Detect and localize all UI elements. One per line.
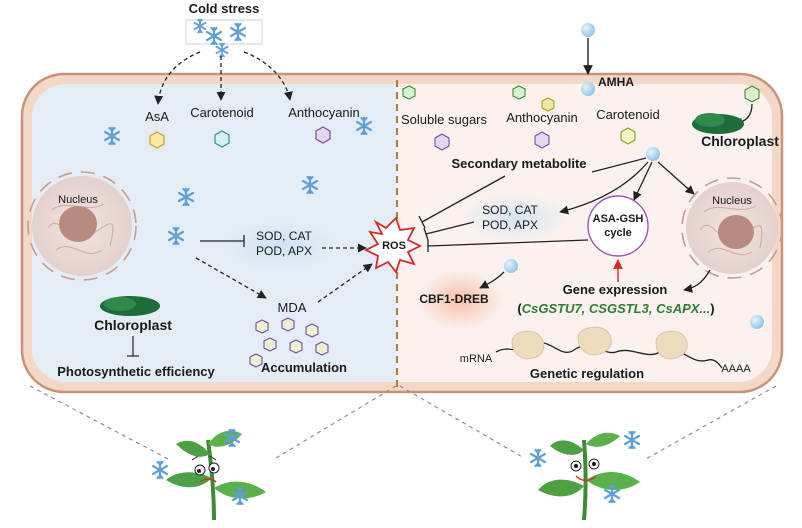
secondary-metabolite-label: Secondary metabolite xyxy=(451,156,586,171)
left-nucleus-label: Nucleus xyxy=(58,194,98,206)
ros-burst: ROS xyxy=(363,216,423,274)
amha-bead xyxy=(750,315,764,329)
left-chloroplast-label: Chloroplast xyxy=(94,317,172,333)
cold-stress-bracket xyxy=(185,19,263,45)
hexagon-icon xyxy=(512,85,526,100)
gene-list: (CsGSTU7, CSGSTL3, CsAPX...) xyxy=(517,301,714,316)
arrow-to-asa xyxy=(154,51,201,105)
genetic-regulation-label: Genetic regulation xyxy=(530,366,644,381)
asa-gsh-line1: ASA-GSH xyxy=(593,213,644,225)
amha-bead-top xyxy=(581,23,595,37)
left-enzymes-line1: SOD, CAT xyxy=(256,229,312,243)
mda-hexagon-cluster xyxy=(249,317,329,368)
asa-label: AsA xyxy=(145,109,169,124)
gene-expression-label: Gene expression xyxy=(563,282,668,297)
nucleus-to-gene-expression xyxy=(683,269,711,293)
zoom-line xyxy=(29,385,171,461)
anthocyanin-hexagon-icon xyxy=(315,126,331,144)
amha-bead-hub xyxy=(646,147,660,161)
accumulation-label: Accumulation xyxy=(261,360,347,375)
mda-label: MDA xyxy=(278,300,307,315)
stressed-plant-icon xyxy=(166,430,266,521)
inhibit-secondary-to-ros xyxy=(421,175,506,223)
right-anthocyanin-hexagon-icon xyxy=(534,131,550,149)
ribosome-icon xyxy=(511,326,688,360)
left-anthocyanin-label: Anthocyanin xyxy=(288,105,360,120)
zoom-line xyxy=(399,385,525,459)
hub-to-secondary xyxy=(591,157,647,173)
amha-bead-inside xyxy=(581,82,595,96)
asa-gsh-cycle xyxy=(587,195,649,257)
amha-label: AMHA xyxy=(598,75,634,89)
hub-to-enzymes xyxy=(559,161,649,215)
photosynthetic-label: Photosynthetic efficiency xyxy=(57,364,215,379)
snowflake-icon xyxy=(151,460,169,480)
inhibit-right-enzymes-to-ros xyxy=(425,221,475,235)
soluble-sugars-label: Soluble sugars xyxy=(401,112,487,127)
cbf-label: CBF1-DREB xyxy=(419,292,489,306)
right-nucleus-label: Nucleus xyxy=(712,195,752,207)
hub-to-nucleus xyxy=(657,161,695,195)
asa-gsh-line2: cycle xyxy=(604,227,632,239)
left-chloroplast-icon xyxy=(100,296,160,316)
snowflake-icon xyxy=(529,448,547,468)
zoom-line xyxy=(643,385,777,461)
healthy-plant-icon xyxy=(538,432,640,521)
hexagon-icon xyxy=(541,97,555,112)
cold-stress-label: Cold stress xyxy=(189,1,260,16)
right-carotenoid-label: Carotenoid xyxy=(596,107,660,122)
right-chloroplast-label: Chloroplast xyxy=(701,133,779,149)
left-nucleus: Nucleus xyxy=(27,171,137,281)
right-nucleus: Nucleus xyxy=(681,177,783,279)
soluble-sugars-hexagon-icon xyxy=(434,133,450,151)
ros-label: ROS xyxy=(382,240,406,252)
hub-to-cycle xyxy=(633,161,653,201)
asa-hexagon-icon xyxy=(149,131,165,149)
right-carotenoid-hexagon-icon xyxy=(620,127,636,145)
zoom-line xyxy=(275,385,397,459)
left-enzymes-line2: POD, APX xyxy=(256,244,312,258)
carotenoid-hexagon-icon xyxy=(214,130,230,148)
snowflake-icon xyxy=(215,42,229,58)
snowflake-icon xyxy=(623,430,641,450)
amha-bead-cbf xyxy=(504,259,518,273)
mrna-label: mRNA xyxy=(460,353,493,365)
arrow-to-anthocyanin xyxy=(243,51,293,101)
chloroplast-hexagon-icon xyxy=(744,85,760,103)
right-anthocyanin-label: Anthocyanin xyxy=(506,110,578,125)
right-enzymes-line2: POD, APX xyxy=(482,218,538,232)
left-carotenoid-label: Carotenoid xyxy=(190,105,254,120)
inhibit-cycle-to-ros xyxy=(427,239,589,247)
right-chloroplast-icon xyxy=(692,113,744,134)
right-enzymes-line1: SOD, CAT xyxy=(482,203,538,217)
aaaa-label: AAAA xyxy=(721,363,751,375)
hexagon-icon xyxy=(402,85,416,100)
